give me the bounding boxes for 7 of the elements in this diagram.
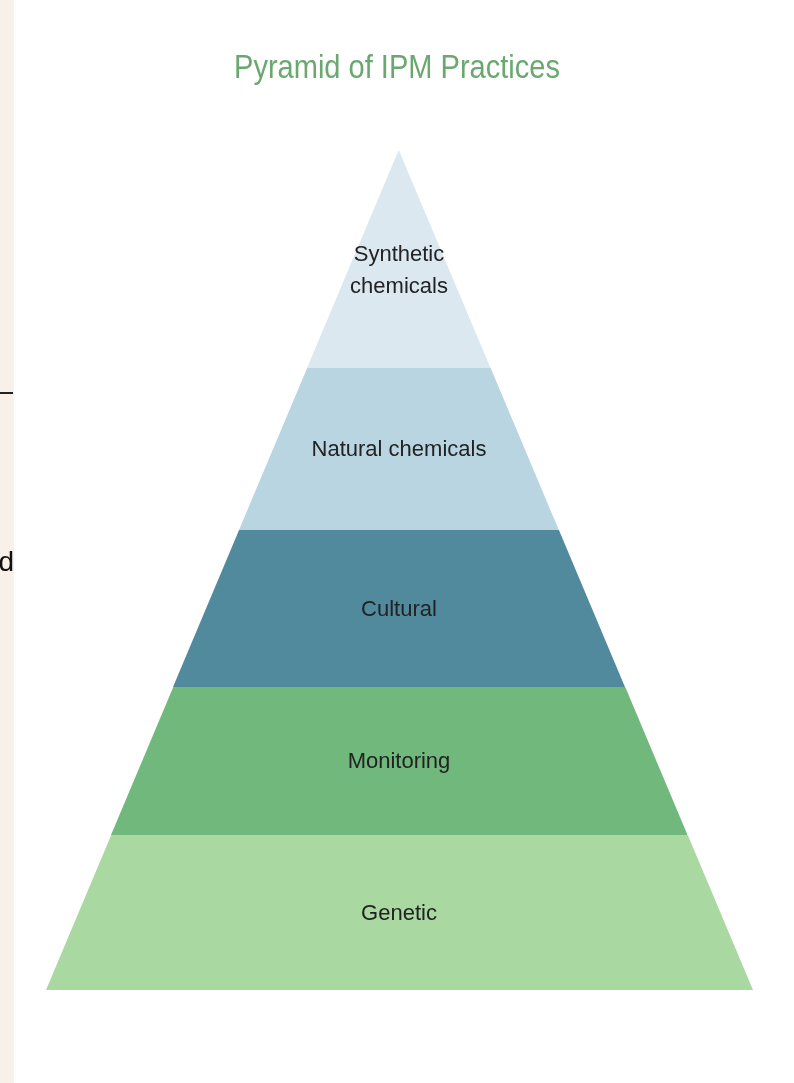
tier-label: Cultural — [361, 594, 437, 623]
text-fragment: d — [0, 548, 14, 576]
tier-label: Synthetic chemicals — [349, 240, 449, 300]
tier-label: Genetic — [361, 898, 437, 927]
tier-label: Natural chemicals — [311, 435, 487, 464]
title: Pyramid of IPM Practices — [233, 48, 561, 86]
tier-label: Monitoring — [347, 747, 451, 776]
